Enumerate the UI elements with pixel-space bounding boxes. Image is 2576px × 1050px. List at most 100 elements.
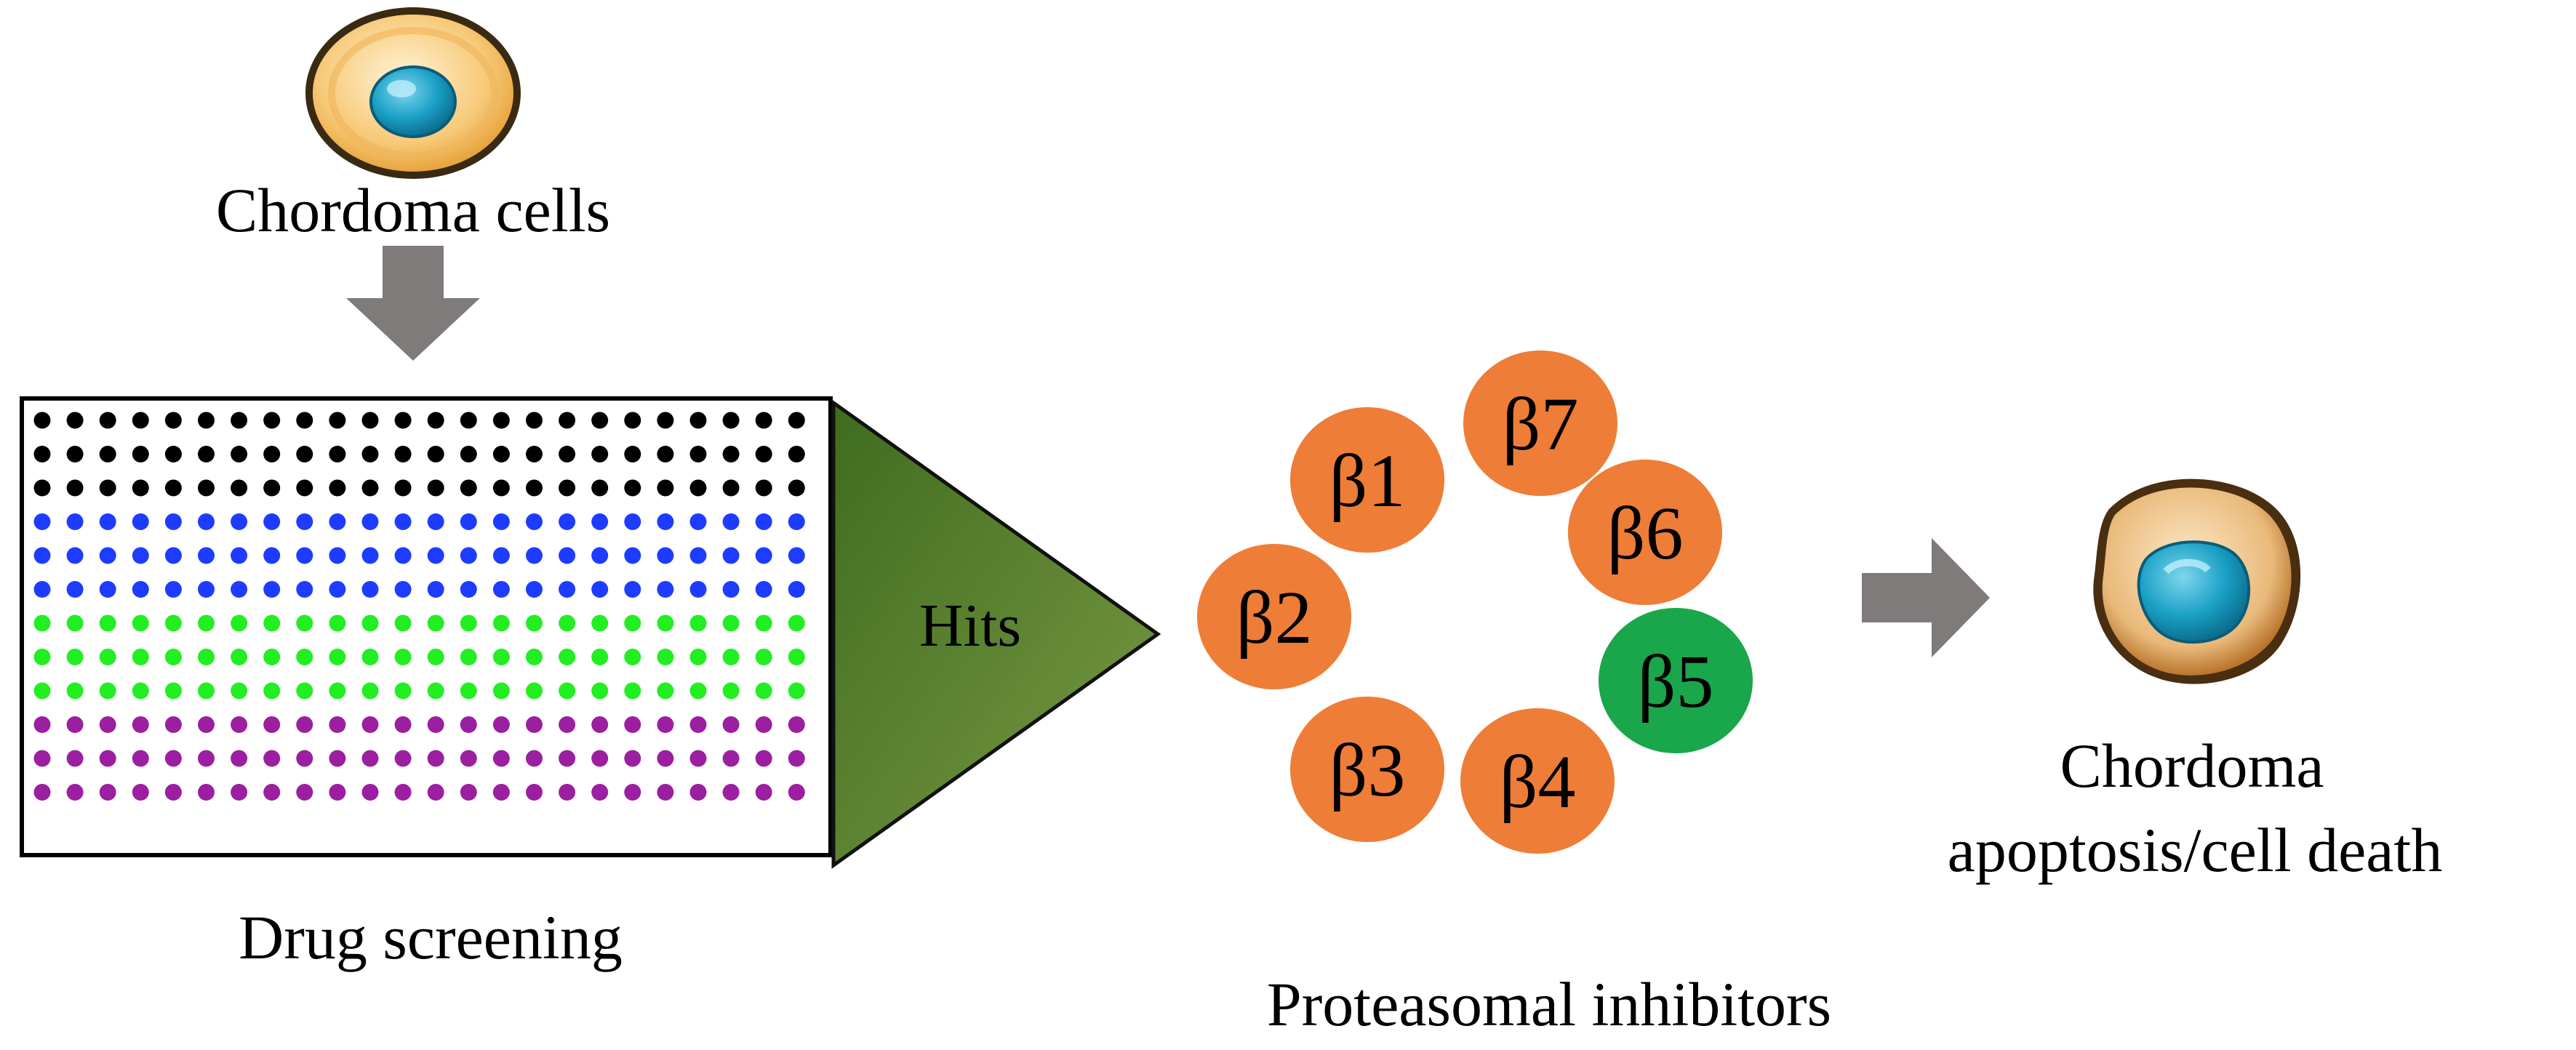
plate-well bbox=[394, 513, 412, 530]
plate-well bbox=[722, 614, 740, 632]
chordoma-cell-icon bbox=[305, 7, 521, 179]
plate-well bbox=[231, 446, 248, 462]
subunit-ellipse bbox=[1460, 708, 1615, 854]
plate-well bbox=[722, 682, 740, 700]
plate-well bbox=[788, 581, 805, 598]
plate-well bbox=[492, 446, 510, 462]
plate-well bbox=[559, 649, 576, 665]
plate-well bbox=[591, 446, 609, 462]
proteasome-subunit: β4 bbox=[1460, 708, 1615, 854]
plate-well bbox=[788, 649, 805, 665]
plate-well bbox=[689, 581, 707, 598]
plate-well bbox=[657, 750, 674, 767]
plate-well bbox=[526, 547, 543, 564]
plate-well bbox=[460, 682, 477, 700]
proteasome-subunit: β7 bbox=[1463, 350, 1617, 496]
plate-well bbox=[394, 716, 412, 733]
plate-well bbox=[657, 446, 674, 462]
plate-well bbox=[361, 479, 379, 497]
plate-well bbox=[755, 750, 772, 767]
subunit-ellipse bbox=[1568, 460, 1722, 605]
plate-well bbox=[492, 614, 510, 632]
plate-well bbox=[263, 446, 281, 462]
plate-well bbox=[492, 716, 510, 733]
plate-well bbox=[361, 682, 379, 700]
plate-well bbox=[526, 716, 543, 733]
plate-well bbox=[263, 412, 281, 429]
plate-well bbox=[492, 784, 510, 801]
plate-well bbox=[329, 446, 346, 462]
plate-well bbox=[559, 479, 576, 497]
plate-well bbox=[394, 649, 412, 665]
subunit-label: β2 bbox=[1236, 576, 1313, 660]
plate-well bbox=[624, 513, 641, 530]
plate-well bbox=[526, 682, 543, 700]
plate-well bbox=[722, 412, 740, 429]
plate-well bbox=[329, 412, 346, 429]
plate-well bbox=[99, 479, 116, 497]
plate-well bbox=[427, 614, 444, 632]
proteasome-subunit: β5 bbox=[1599, 608, 1753, 753]
plate-well bbox=[788, 716, 805, 733]
plate-well bbox=[99, 649, 116, 665]
plate-well bbox=[99, 784, 116, 801]
plate-well bbox=[132, 513, 149, 530]
plate-well bbox=[198, 716, 215, 733]
plate-well bbox=[492, 649, 510, 665]
plate-well bbox=[559, 446, 576, 462]
plate-well bbox=[460, 513, 477, 530]
plate-well bbox=[198, 412, 215, 429]
plate-well bbox=[361, 446, 379, 462]
plate-well bbox=[361, 716, 379, 733]
plate-well bbox=[624, 716, 641, 733]
plate-well bbox=[66, 581, 84, 598]
plate-well bbox=[427, 750, 444, 767]
plate-well bbox=[263, 581, 281, 598]
plate-well bbox=[132, 614, 149, 632]
plate-well bbox=[164, 412, 182, 429]
plate-well bbox=[689, 547, 707, 564]
plate-well bbox=[427, 446, 444, 462]
plate-well bbox=[66, 412, 84, 429]
plate-well bbox=[427, 581, 444, 598]
plate-well bbox=[591, 784, 609, 801]
plate-well bbox=[329, 750, 346, 767]
plate-well bbox=[164, 581, 182, 598]
drug-screening-label: Drug screening bbox=[239, 902, 623, 972]
plate-well bbox=[591, 649, 609, 665]
plate-well bbox=[624, 614, 641, 632]
proteasome-subunit: β3 bbox=[1290, 697, 1444, 842]
plate-well bbox=[460, 581, 477, 598]
hits-triangle bbox=[831, 399, 1161, 869]
plate-well bbox=[33, 750, 51, 767]
subunit-label: β6 bbox=[1607, 492, 1684, 575]
plate-well bbox=[427, 479, 444, 497]
plate-well bbox=[689, 716, 707, 733]
plate-well bbox=[460, 649, 477, 665]
plate-well bbox=[788, 446, 805, 462]
drug-screening-plate bbox=[20, 396, 833, 857]
plate-well bbox=[591, 750, 609, 767]
plate-well bbox=[231, 513, 248, 530]
plate-well bbox=[492, 479, 510, 497]
plate-well bbox=[755, 649, 772, 665]
plate-well bbox=[526, 581, 543, 598]
plate-well bbox=[657, 682, 674, 700]
plate-well bbox=[559, 682, 576, 700]
plate-well bbox=[296, 716, 313, 733]
plate-well bbox=[66, 479, 84, 497]
plate-well bbox=[263, 614, 281, 632]
plate-well bbox=[689, 479, 707, 497]
plate-well bbox=[526, 479, 543, 497]
plate-well bbox=[198, 614, 215, 632]
plate-well bbox=[361, 750, 379, 767]
plate-well bbox=[492, 513, 510, 530]
plate-well bbox=[164, 784, 182, 801]
plate-well bbox=[460, 750, 477, 767]
plate-well bbox=[231, 649, 248, 665]
plate-well bbox=[559, 614, 576, 632]
plate-well bbox=[33, 513, 51, 530]
plate-well bbox=[198, 750, 215, 767]
plate-well bbox=[296, 614, 313, 632]
